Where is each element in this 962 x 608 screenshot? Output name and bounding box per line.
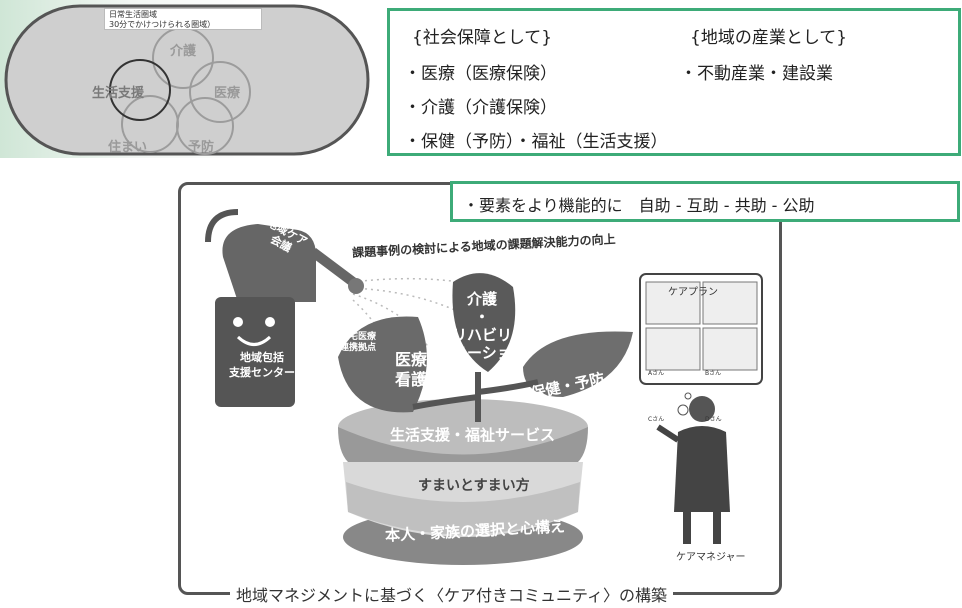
home-medical-label: 在宅医療 連携拠点: [340, 332, 377, 353]
list-item-medical: ・医療（医療保険）: [404, 64, 557, 84]
care-manager-figure: [656, 396, 730, 544]
care-plan-name-d: Dさん: [705, 416, 722, 423]
venn-label-housing: 住まい: [108, 140, 148, 155]
bottom-title: 地域マネジメントに基づく〈ケア付きコミュニティ〉の構築: [230, 582, 674, 606]
venn-title: 日常生活圏域 30分でかけつけられる圏域）: [104, 8, 262, 30]
elements-text: ・要素をより機能的に 自助 - 互助 - 共助 - 公助: [463, 196, 815, 215]
venn-diagram: [4, 4, 370, 156]
care-plan-board: [639, 273, 763, 416]
list-item-real-estate: ・不動産業・建設業: [680, 64, 833, 84]
care-manager-label: ケアマネジャー: [676, 552, 746, 563]
venn-label-living-support: 生活支援: [92, 86, 145, 101]
venn-label-care: 介護: [170, 44, 197, 59]
care-rehab-label: 介護 ・ リハビリ テーション: [452, 290, 527, 362]
medical-nursing-label: 医療 看護: [395, 350, 428, 389]
heading-social-security: {社会保障として}: [412, 28, 553, 48]
list-item-care: ・介護（介護保険）: [404, 98, 557, 118]
care-plan-name-a: Aさん: [648, 370, 665, 377]
care-plan-name-b: Bさん: [705, 370, 722, 377]
housing-label: すまいとすまい方: [418, 478, 530, 494]
living-support-band: 生活支援・福祉サービス: [390, 426, 556, 444]
support-center-icon: [215, 297, 295, 407]
venn-card: 日常生活圏域 30分でかけつけられる圏域） 介護 医療 予防 住まい 生活支援: [0, 0, 372, 158]
care-plan-name-c: Cさん: [648, 416, 665, 423]
community-care-illustration: [205, 209, 763, 565]
watering-can-icon: [205, 209, 364, 302]
leaves: [338, 273, 633, 422]
support-center-label: 地域包括 支援センター: [229, 351, 295, 379]
list-item-health-welfare: ・保健（予防）・福祉（生活支援）: [404, 132, 668, 152]
elements-box: ・要素をより機能的に 自助 - 互助 - 共助 - 公助: [450, 181, 960, 222]
pot: [338, 399, 588, 565]
heading-regional-industry: {地域の産業として}: [690, 28, 848, 48]
social-security-list: {社会保障として} {地域の産業として} ・医療（医療保険） ・不動産業・建設業…: [387, 8, 961, 156]
care-plan-title: ケアプラン: [668, 287, 718, 298]
venn-label-medical: 医療: [214, 86, 241, 101]
venn-label-prevention: 予防: [188, 140, 215, 155]
